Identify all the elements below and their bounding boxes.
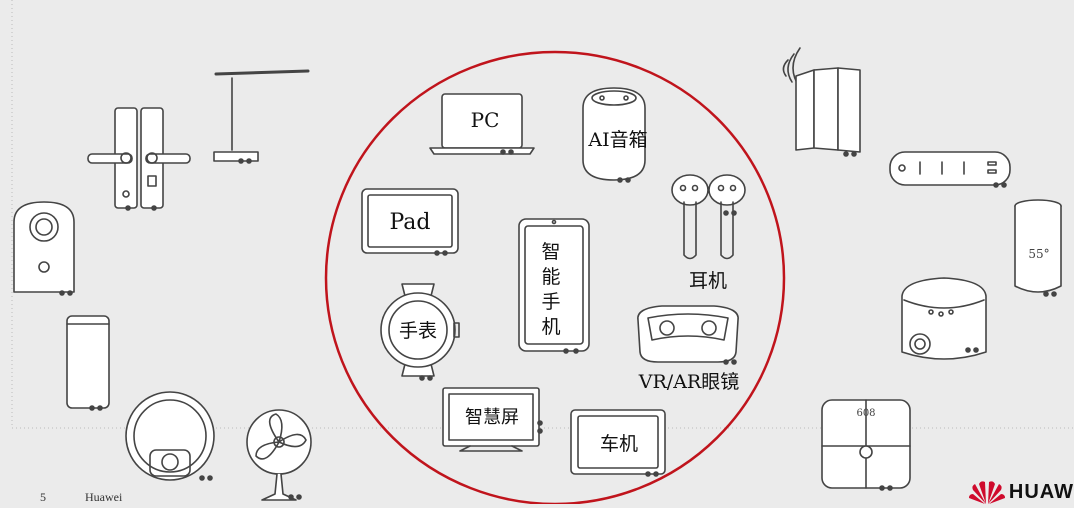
desk-lamp-device	[213, 69, 310, 164]
phone-label-line-3: 手	[541, 291, 560, 313]
logo-text: HUAW	[1008, 480, 1074, 503]
phone-device	[518, 218, 590, 354]
pc-label: PC	[471, 108, 500, 132]
thermos-display: 55°	[1028, 247, 1049, 261]
scale-display: 608	[856, 408, 875, 419]
robot-vacuum-device	[125, 391, 215, 481]
car-unit-label: 车机	[600, 433, 638, 455]
rice-cooker-device	[901, 277, 987, 360]
smart-switch-device	[782, 47, 861, 157]
vr-ar-label: VR/AR眼镜	[638, 371, 739, 393]
watch-device	[380, 283, 460, 381]
router-device	[66, 315, 110, 411]
smart-scale-device	[821, 399, 911, 491]
vr-ar-glasses-device	[637, 305, 739, 365]
phone-label-line-4: 机	[541, 316, 560, 338]
camera-device	[13, 201, 75, 296]
huawei-petal-icon	[968, 481, 1005, 504]
watch-label: 手表	[399, 320, 437, 342]
ai-speaker-label: AI音箱	[587, 129, 647, 151]
car-unit-device	[570, 409, 666, 477]
smart-screen-label: 智慧屏	[465, 407, 519, 428]
power-strip-device	[889, 151, 1011, 188]
ai-speaker-device	[582, 87, 646, 183]
phone-label-line-1: 智	[541, 241, 560, 263]
pc-device	[429, 93, 535, 155]
page-number: 5	[40, 490, 46, 504]
huawei-logo: HUAW	[968, 480, 1074, 504]
earphones-label: 耳机	[689, 270, 727, 292]
pad-label: Pad	[389, 210, 430, 235]
fan-device	[246, 409, 312, 501]
smart-lock-device	[87, 107, 191, 211]
phone-label-line-2: 能	[541, 266, 560, 288]
smart-screen-device	[442, 387, 543, 452]
pad-device	[361, 188, 459, 256]
thermos-device	[1014, 199, 1062, 297]
footer-company: Huawei	[85, 490, 123, 504]
earphones-device	[671, 174, 746, 260]
